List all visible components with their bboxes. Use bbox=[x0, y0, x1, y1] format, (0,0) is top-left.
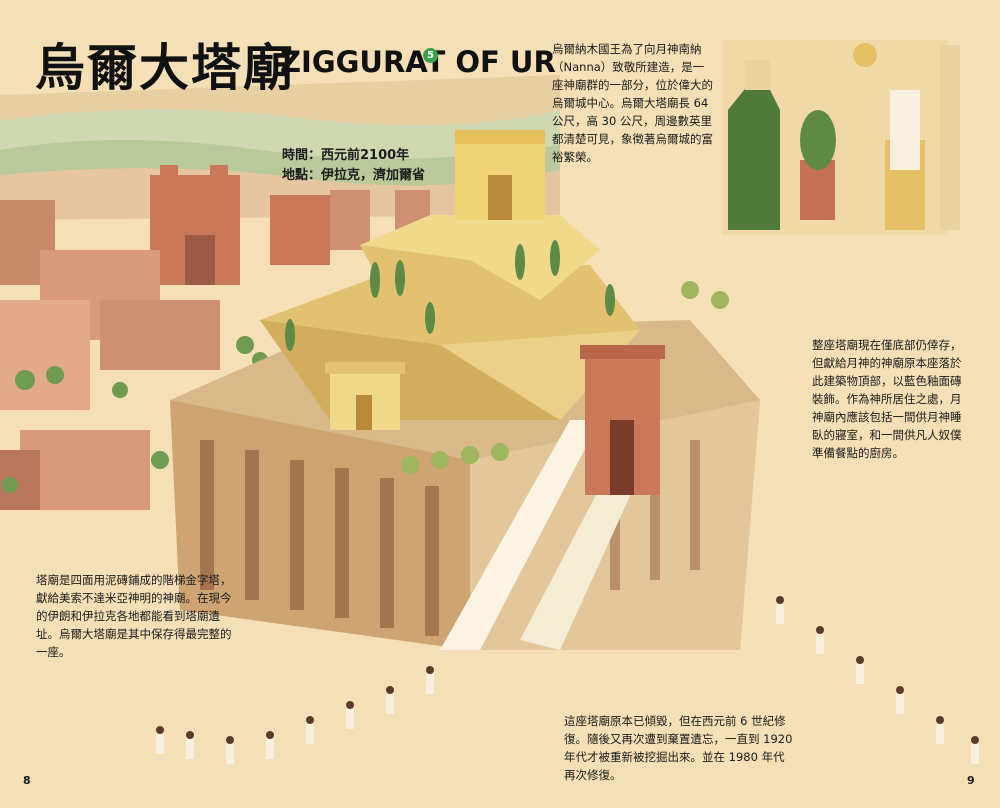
number-badge: 5 bbox=[423, 48, 438, 63]
place-label: 地點：伊拉克，濟加爾省 bbox=[282, 168, 426, 183]
page-number-left: 8 bbox=[23, 774, 31, 787]
history-paragraph: 這座塔廟原本已傾毀，但在西元前 6 世紀修復。隨後又再次遭到棄置遺忘，一直到 1… bbox=[564, 714, 793, 782]
structure-paragraph: 整座塔廟現在僅底部仍倖存，但獻給月神的神廟原本座落於此建築物頂部，以藍色釉面磚裝… bbox=[812, 338, 962, 460]
page-number-right: 9 bbox=[967, 774, 975, 787]
time-label: 時間：西元前2100年 bbox=[282, 148, 410, 163]
intro-paragraph: 烏爾納木國王為了向月神南納（Nanna）致敬所建造，是一座神廟群的一部分，位於偉… bbox=[552, 42, 713, 164]
page-title-english: ZIGGURAT OF UR bbox=[280, 45, 556, 79]
meta-info: 時間：西元前2100年 地點：伊拉克，濟加爾省 bbox=[282, 146, 425, 186]
page-title: 烏爾大塔廟 bbox=[35, 39, 295, 97]
definition-paragraph: 塔廟是四面用泥磚鋪成的階梯金字塔，獻給美索不達米亞神明的神廟。在現今的伊朗和伊拉… bbox=[36, 573, 232, 659]
